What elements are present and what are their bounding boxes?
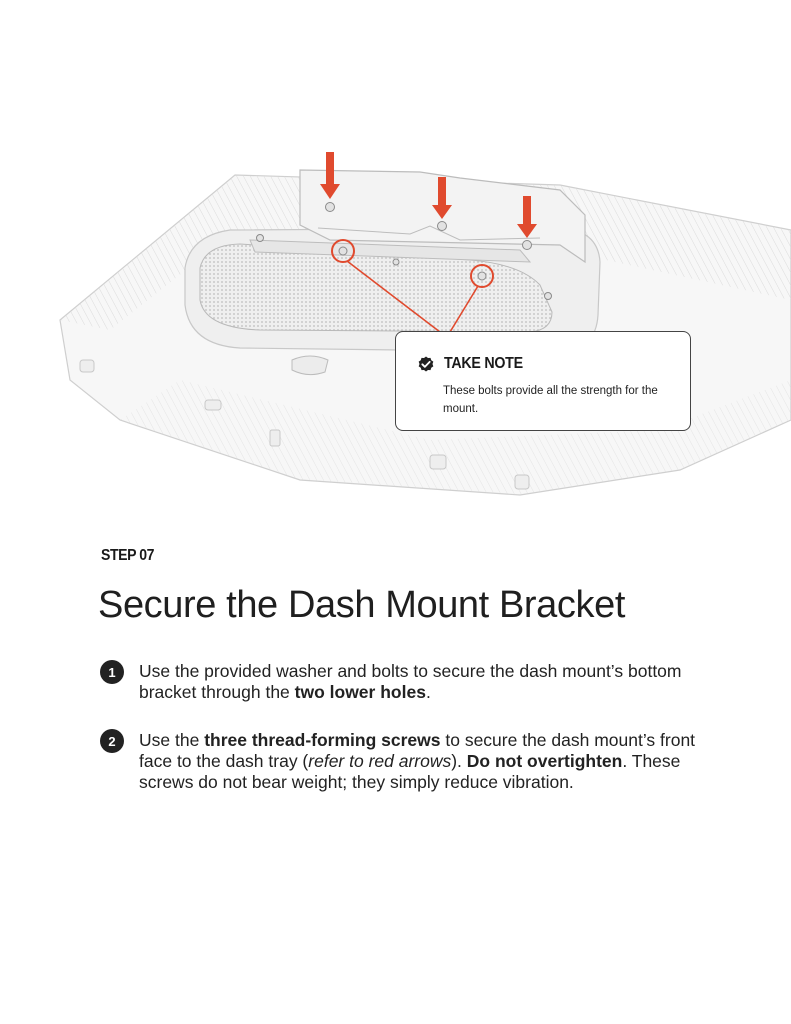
instruction-text-part: . These screws do not bear weight; they … bbox=[139, 751, 681, 792]
instruction-text-part: to secure the dash mount’s front face to… bbox=[139, 730, 696, 771]
take-note-callout: TAKE NOTE These bolts provide all the st… bbox=[395, 331, 691, 431]
step-number-badge: 2 bbox=[100, 729, 124, 753]
red-arrows bbox=[320, 152, 537, 238]
instruction-text: Use the three thread-forming screws to s… bbox=[139, 730, 720, 793]
red-arrow-middle bbox=[432, 177, 452, 219]
instruction-text: Use the provided washer and bolts to sec… bbox=[139, 661, 720, 703]
bolt-hole-circle-right bbox=[470, 264, 494, 288]
red-arrow-right bbox=[517, 196, 537, 238]
instruction-emphasis: three thread-forming screws bbox=[204, 730, 441, 750]
instruction-warning: Do not overtighten bbox=[466, 751, 623, 771]
instruction-item: 1 Use the provided washer and bolts to s… bbox=[100, 660, 720, 703]
take-note-title: TAKE NOTE bbox=[444, 355, 523, 372]
instruction-item: 2 Use the three thread-forming screws to… bbox=[100, 729, 720, 793]
take-note-body: These bolts provide all the strength for… bbox=[443, 385, 658, 415]
instruction-text-part: ). bbox=[451, 751, 467, 771]
red-arrow-left bbox=[320, 152, 340, 199]
instruction-text-part: . bbox=[425, 682, 431, 702]
step-label: STEP 07 bbox=[101, 547, 155, 564]
step-number-badge: 1 bbox=[100, 660, 124, 684]
verified-check-icon bbox=[416, 354, 436, 374]
instruction-italic: refer to red arrows bbox=[308, 751, 452, 771]
instruction-text-part: Use the bbox=[139, 730, 205, 750]
instruction-emphasis: two lower holes bbox=[294, 682, 426, 702]
dash-tray-illustration bbox=[59, 152, 791, 496]
step-title: Secure the Dash Mount Bracket bbox=[98, 584, 626, 626]
bolt-hole-circle-left bbox=[331, 239, 355, 263]
instruction-text-part: Use the provided washer and bolts to sec… bbox=[139, 661, 682, 702]
